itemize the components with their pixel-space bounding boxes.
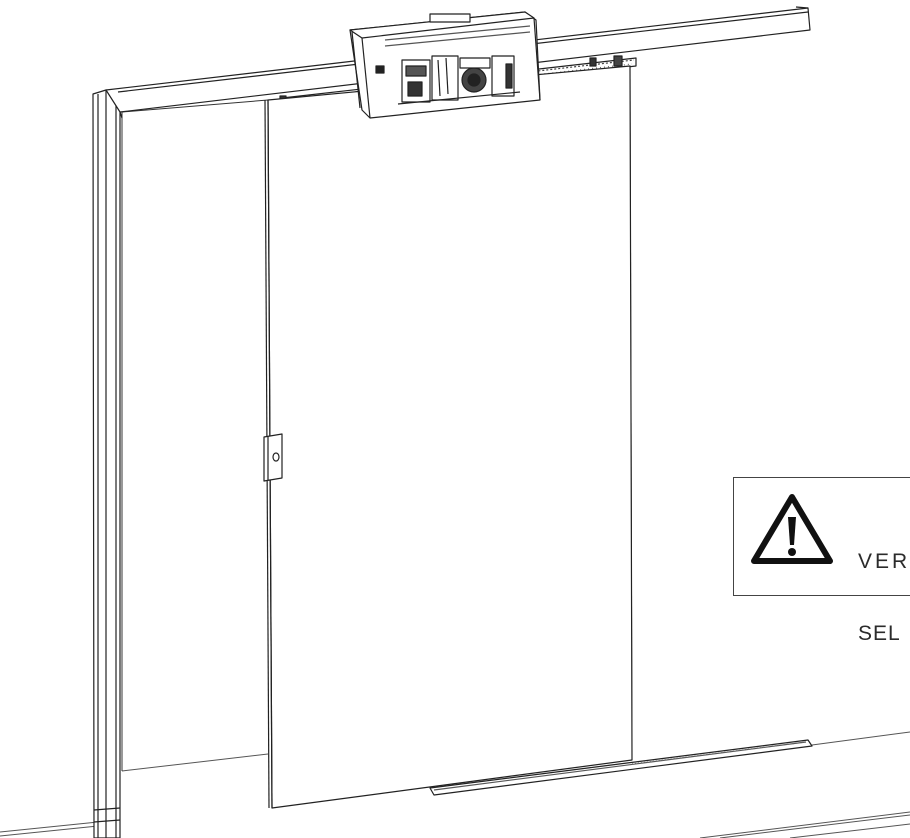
warning-text: VERI SEL	[858, 502, 910, 694]
door-handle	[263, 433, 283, 482]
beam-clip	[589, 55, 623, 67]
warning-text-line-1: VERI	[858, 550, 910, 573]
bottom-rail	[429, 739, 813, 796]
warning-text-line-2: SEL	[858, 622, 901, 645]
left-post	[92, 89, 121, 838]
warning-triangle-icon	[751, 494, 833, 564]
floor	[0, 731, 910, 838]
door-leaf	[264, 65, 633, 809]
operator-unit	[349, 11, 541, 119]
warning-callout: VERI SEL	[733, 477, 910, 645]
